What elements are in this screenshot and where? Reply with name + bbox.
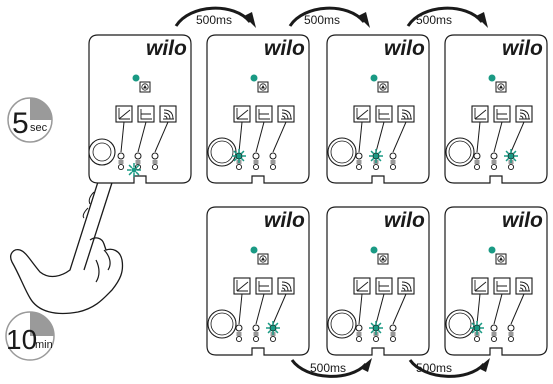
panel-graphic: wilo — [326, 34, 430, 184]
interval-arrow: 500ms — [170, 0, 262, 28]
brand-logo: wilo — [146, 37, 187, 60]
mode-led — [389, 324, 397, 332]
mode-led — [507, 324, 515, 332]
mode-led — [355, 324, 363, 332]
status-led — [250, 74, 258, 82]
control-panel: wilo — [206, 206, 310, 356]
control-panel: wilo — [444, 34, 548, 184]
status-led — [370, 74, 378, 82]
mode-led — [117, 152, 125, 160]
mode-led — [252, 152, 260, 160]
curve-icon — [233, 277, 251, 295]
panel-graphic: wilo — [444, 34, 548, 184]
status-led — [250, 246, 258, 254]
interval-arrow: 500ms — [402, 0, 494, 28]
mode-led — [490, 152, 498, 160]
blinking-led-icon — [470, 321, 484, 335]
status-led — [488, 74, 496, 82]
mode-led — [269, 152, 277, 160]
blinking-led-icon — [369, 321, 383, 335]
mode-led — [490, 324, 498, 332]
panel-graphic: wilo — [206, 206, 310, 356]
main-button — [445, 137, 475, 167]
curve-icon — [353, 277, 371, 295]
main-button — [327, 309, 357, 339]
panel-graphic: wilo — [88, 34, 192, 184]
timer-unit: min — [35, 339, 53, 351]
control-panel: wilo — [444, 206, 548, 356]
svg-text:500ms: 500ms — [196, 13, 232, 27]
main-button — [445, 309, 475, 339]
timer-5sec: 5 sec — [6, 96, 54, 144]
curve-icon — [471, 277, 489, 295]
blinking-led-icon — [504, 149, 518, 163]
mode-led — [134, 152, 142, 160]
interval-arrow: 500ms — [286, 356, 378, 382]
status-led — [370, 246, 378, 254]
main-button — [207, 309, 237, 339]
interval-arrow: 500ms — [404, 356, 496, 382]
control-panel: wilo — [326, 34, 430, 184]
panel-graphic: wilo — [206, 34, 310, 184]
curve-icon — [233, 105, 251, 123]
brand-logo: wilo — [264, 209, 305, 232]
status-led — [488, 246, 496, 254]
mode-led — [235, 324, 243, 332]
interval-arrow: 500ms — [284, 0, 376, 28]
mode-led — [252, 324, 260, 332]
curve-icon — [115, 105, 133, 123]
brand-logo: wilo — [384, 37, 425, 60]
blinking-led-icon — [232, 149, 246, 163]
blinking-led-icon — [369, 149, 383, 163]
timer-number: 5 — [12, 107, 29, 140]
brand-logo: wilo — [502, 37, 543, 60]
brand-logo: wilo — [502, 209, 543, 232]
control-panel: wilo — [326, 206, 430, 356]
panel-graphic: wilo — [444, 206, 548, 356]
svg-text:500ms: 500ms — [304, 13, 340, 27]
svg-text:500ms: 500ms — [310, 361, 346, 375]
blinking-led-icon — [127, 163, 141, 177]
timer-10min: 10 min — [4, 310, 56, 362]
brand-logo: wilo — [264, 37, 305, 60]
curve-icon — [353, 105, 371, 123]
curve-icon — [471, 105, 489, 123]
control-panel: wilo — [88, 34, 192, 184]
svg-text:500ms: 500ms — [416, 13, 452, 27]
panel-graphic: wilo — [326, 206, 430, 356]
main-button — [327, 137, 357, 167]
timer-unit: sec — [30, 122, 48, 134]
status-led — [132, 74, 140, 82]
svg-text:500ms: 500ms — [416, 361, 452, 375]
timer-number: 10 — [6, 324, 37, 355]
mode-led — [151, 152, 159, 160]
control-panel: wilo — [206, 34, 310, 184]
mode-led — [355, 152, 363, 160]
brand-logo: wilo — [384, 209, 425, 232]
blinking-led-icon — [266, 321, 280, 335]
mode-led — [473, 152, 481, 160]
main-button — [207, 137, 237, 167]
mode-led — [389, 152, 397, 160]
